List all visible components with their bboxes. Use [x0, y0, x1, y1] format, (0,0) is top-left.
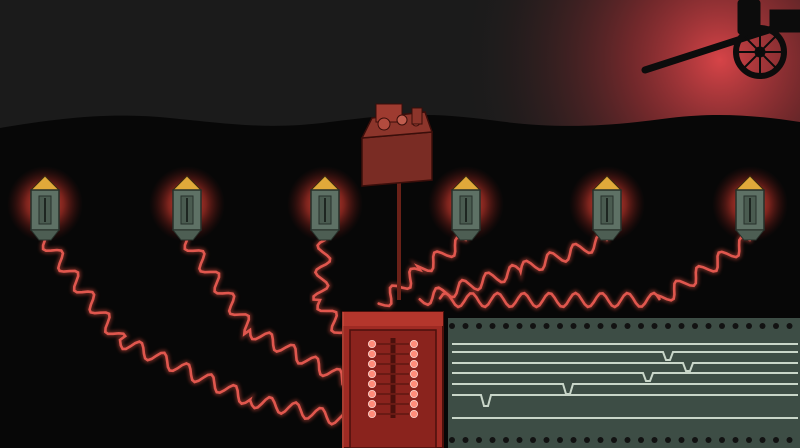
tape-hole — [665, 437, 671, 443]
tape-hole — [503, 437, 509, 443]
wire — [183, 238, 344, 386]
sensor-base — [450, 229, 482, 241]
tape-trace-line — [452, 362, 798, 372]
device-knob — [367, 369, 376, 378]
device-knob — [409, 369, 418, 378]
tape-hole — [449, 323, 455, 329]
wire — [377, 236, 468, 308]
tape-hole — [557, 323, 563, 329]
tape-hole — [746, 323, 752, 329]
tape-hole — [462, 323, 469, 329]
tape-hole — [719, 323, 725, 329]
wire — [418, 233, 609, 307]
tape-trace-line — [452, 351, 798, 361]
tape-hole — [476, 437, 482, 443]
tape-hole — [678, 323, 685, 329]
device-knob — [409, 359, 418, 368]
tape-hole — [624, 437, 631, 443]
sensor-base — [171, 229, 203, 241]
sensor-base — [309, 229, 341, 241]
cannon-icon — [641, 0, 800, 79]
tape-hole — [692, 437, 698, 443]
tape-hole — [543, 437, 550, 443]
device-knob — [409, 399, 418, 408]
device-knob — [409, 389, 418, 398]
wire — [41, 238, 348, 426]
tape-hole — [489, 437, 496, 443]
tape-hole — [584, 323, 590, 329]
tape-hole — [638, 323, 644, 329]
tape-hole — [624, 323, 631, 329]
tape-hole — [759, 437, 766, 443]
tape-hole — [705, 323, 712, 329]
device-knob — [409, 339, 418, 348]
tape-hole — [611, 437, 617, 443]
tape-hole — [503, 323, 509, 329]
tape-hole — [651, 437, 658, 443]
tape-hole — [597, 323, 604, 329]
device-knob — [367, 409, 376, 418]
device-knob — [367, 349, 376, 358]
device-knob — [367, 389, 376, 398]
tape-hole — [543, 323, 550, 329]
tape-hole — [516, 323, 523, 329]
tape-hole — [786, 437, 793, 443]
microphone-sensor-icon — [712, 166, 788, 242]
device-knob — [367, 339, 376, 348]
tape-hole — [449, 437, 455, 443]
microphone-sensor-icon — [7, 166, 83, 242]
microphone-sensor-icon — [149, 166, 225, 242]
tape-hole — [786, 323, 793, 329]
device-knob — [409, 379, 418, 388]
microphone-sensor-icon — [428, 166, 504, 242]
tape-hole — [651, 323, 658, 329]
tape-hole — [759, 323, 766, 329]
tape-trace-line — [452, 372, 798, 382]
tape-hole — [719, 437, 725, 443]
device-knob — [367, 399, 376, 408]
tape-hole — [476, 323, 482, 329]
wire — [438, 236, 752, 309]
tape-hole — [516, 437, 523, 443]
tape-hole — [773, 437, 779, 443]
tape-hole — [530, 437, 536, 443]
sensor-base — [734, 229, 766, 241]
tape-hole — [692, 323, 698, 329]
film-tape-icon — [448, 318, 800, 448]
tape-hole — [678, 437, 685, 443]
sensor-base — [29, 229, 61, 241]
sound-ranging-recorder-icon — [342, 311, 444, 448]
tape-hole — [584, 437, 590, 443]
microphone-sensor-icon — [569, 166, 645, 242]
field-box-icon — [360, 103, 434, 300]
tape-hole — [557, 437, 563, 443]
tape-hole — [773, 323, 779, 329]
sensor-base — [591, 229, 623, 241]
tape-hole — [732, 437, 739, 443]
tape-hole — [665, 323, 671, 329]
tape-hole — [611, 323, 617, 329]
tape-trace-line — [452, 394, 798, 407]
tape-hole — [462, 437, 469, 443]
tape-hole — [489, 323, 496, 329]
tape-hole — [570, 437, 577, 443]
device-knob — [409, 349, 418, 358]
microphone-sensor-icon — [287, 166, 363, 242]
tape-hole — [570, 323, 577, 329]
tape-hole — [705, 437, 712, 443]
wire — [312, 238, 353, 338]
device-knob — [409, 409, 418, 418]
tape-hole — [638, 437, 644, 443]
device-knob — [367, 379, 376, 388]
tape-hole — [732, 323, 739, 329]
tape-hole — [746, 437, 752, 443]
device-knob — [367, 359, 376, 368]
tape-hole — [597, 437, 604, 443]
tape-hole — [530, 323, 536, 329]
